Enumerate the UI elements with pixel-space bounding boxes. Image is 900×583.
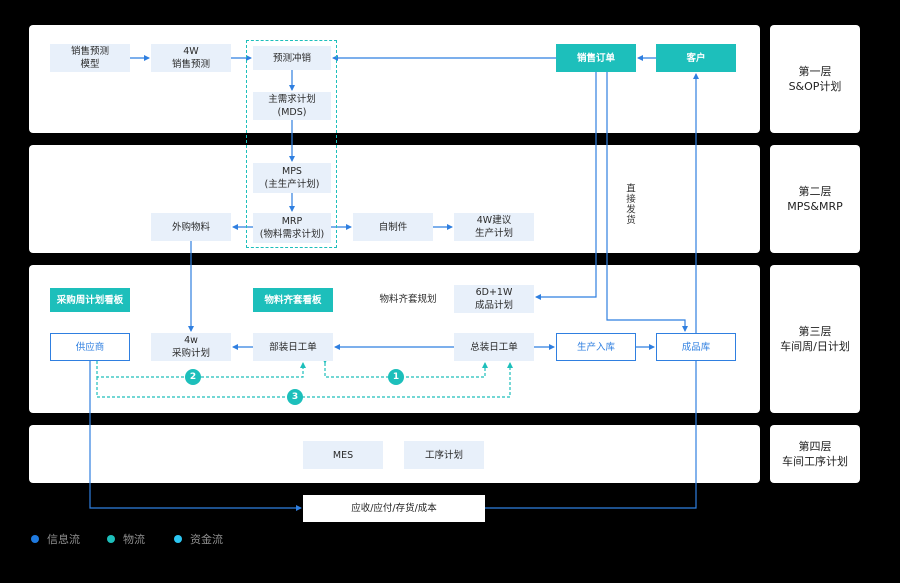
arrow-finance-to-customer	[485, 73, 699, 509]
arrow-supplier-to-finance	[89, 361, 302, 511]
legend-dot	[174, 535, 182, 543]
assembly-order-node: 总装日工单	[454, 333, 534, 361]
step-2-badge: 2	[185, 369, 201, 385]
layer3-panel	[29, 265, 760, 413]
mps-node: MPS (主生产计划)	[253, 163, 331, 193]
legend-dot	[107, 535, 115, 543]
step-3-badge: 3	[287, 389, 303, 405]
self-made-node: 自制件	[353, 213, 433, 241]
purchase-plan-4w-node: 4w 采购计划	[151, 333, 231, 361]
dashed-flow-step-3	[96, 362, 513, 398]
finished-warehouse-node: 成品库	[656, 333, 736, 361]
step-1-badge: 1	[388, 369, 404, 385]
legend-label: 资金流	[190, 533, 223, 546]
layer2-label: 第二层 MPS&MRP	[770, 145, 860, 253]
legend-label: 物流	[123, 533, 145, 546]
layer-title: 第二层	[798, 185, 832, 198]
layer1-panel	[29, 25, 760, 133]
material-board-node: 物料齐套看板	[253, 288, 333, 312]
sales-forecast-model-node: 销售预测 模型	[50, 44, 130, 72]
forecast-offset-node: 预测冲销	[253, 46, 331, 70]
forecast-mrp-group	[246, 40, 337, 248]
dashed-flow-step-1	[322, 358, 488, 378]
production-plan-4w-node: 4W建议 生产计划	[454, 213, 534, 241]
purchase-board-node: 采购周计划看板	[50, 288, 130, 312]
material-planning-label: 物料齐套规划	[379, 293, 437, 305]
legend-material-flow: 物流	[107, 531, 145, 547]
layer1-label: 第一层 S&OP计划	[770, 25, 860, 133]
mds-node: 主需求计划 (MDS)	[253, 92, 331, 120]
mes-node: MES	[303, 441, 383, 469]
layer-subtitle: MPS&MRP	[787, 200, 843, 213]
subassembly-order-node: 部装日工单	[253, 333, 333, 361]
sales-forecast-4w-node: 4W 销售预测	[151, 44, 231, 72]
arrow-sales-order-to-finished-plan	[535, 72, 597, 300]
mrp-node: MRP (物料需求计划)	[253, 213, 331, 243]
finance-node: 应收/应付/存货/成本	[303, 495, 485, 522]
legend-dot	[31, 535, 39, 543]
direct-ship-label: 直接发货	[624, 183, 635, 225]
sales-order-node: 销售订单	[556, 44, 636, 72]
legend-info-flow: 信息流	[31, 531, 80, 547]
customer-node: 客户	[656, 44, 736, 72]
purchased-material-node: 外购物料	[151, 213, 231, 241]
supplier-node: 供应商	[50, 333, 130, 361]
layer3-label: 第三层 车间周/日计划	[770, 265, 860, 413]
layer-subtitle: S&OP计划	[788, 80, 842, 93]
layer-title: 第一层	[798, 65, 832, 78]
legend-money-flow: 资金流	[174, 531, 223, 547]
production-inbound-node: 生产入库	[556, 333, 636, 361]
legend-label: 信息流	[47, 533, 80, 546]
layer4-panel	[29, 425, 760, 483]
layer-subtitle: 车间工序计划	[782, 455, 848, 468]
process-plan-node: 工序计划	[404, 441, 484, 469]
layer4-label: 第四层 车间工序计划	[770, 425, 860, 483]
arrow-sales-order-to-warehouse	[606, 72, 688, 332]
layer-title: 第三层	[798, 325, 832, 338]
layer-subtitle: 车间周/日计划	[780, 340, 850, 353]
dashed-flow-step-2	[96, 361, 306, 378]
finished-plan-node: 6D+1W 成品计划	[454, 285, 534, 313]
layer-title: 第四层	[798, 440, 832, 453]
